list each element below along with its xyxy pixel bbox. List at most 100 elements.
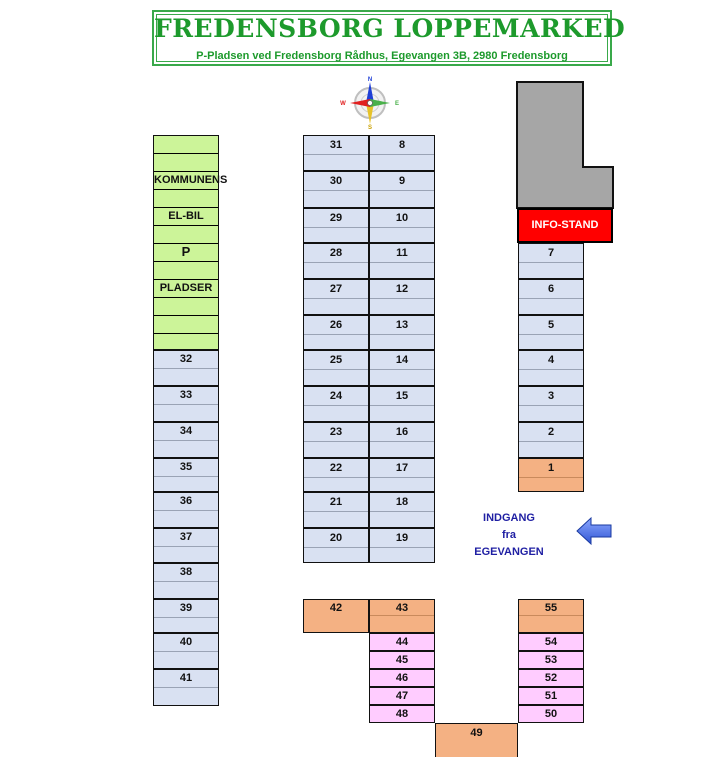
stall-number: 10 (395, 212, 409, 224)
stall-number: 6 (547, 283, 555, 295)
stall-39: 39 (153, 599, 219, 633)
stall-29: 29 (303, 208, 369, 243)
stall-number: 35 (179, 461, 193, 473)
stall-32: 32 (153, 350, 219, 386)
stall-number: 15 (395, 390, 409, 402)
stall-number: 3 (547, 390, 555, 402)
stall-11: 11 (369, 243, 435, 279)
stall-2: 2 (518, 422, 584, 458)
parking-label-pladser: PLADSER (159, 282, 213, 294)
entrance-label: INDGANG fra EGEVANGEN (462, 510, 556, 561)
compass-rose-icon: N S W E (340, 77, 399, 130)
stall-28: 28 (303, 243, 369, 279)
stall-13: 13 (369, 315, 435, 350)
stall-3: 3 (518, 386, 584, 422)
stall-33: 33 (153, 386, 219, 422)
stall-24: 24 (303, 386, 369, 422)
stall-20: 20 (303, 528, 369, 563)
building-block (516, 81, 614, 209)
entrance-line-1: INDGANG (483, 512, 535, 524)
stall-1: 1 (518, 458, 584, 492)
stall-number: 30 (329, 175, 343, 187)
stall-21: 21 (303, 492, 369, 528)
stall-10: 10 (369, 208, 435, 243)
stall-number: 51 (544, 690, 558, 702)
stall-number: 28 (329, 247, 343, 259)
address-subtitle: P-Pladsen ved Fredensborg Rådhus, Egevan… (196, 50, 568, 62)
stall-number: 16 (395, 426, 409, 438)
stall-number: 27 (329, 283, 343, 295)
compass-n-label: N (368, 77, 372, 83)
page-title: FREDENSBORG LOPPEMARKED (154, 14, 626, 43)
stall-34: 34 (153, 422, 219, 458)
stall-number: 4 (547, 354, 555, 366)
stall-37: 37 (153, 528, 219, 563)
entrance-line-2: fra (501, 529, 517, 541)
stall-4: 4 (518, 350, 584, 386)
stall-number: 31 (329, 139, 343, 151)
east-pointer (370, 99, 390, 107)
stall-number: 25 (329, 354, 343, 366)
stall-number: 29 (329, 212, 343, 224)
stall-45: 45 (369, 651, 435, 669)
stall-number: 7 (547, 247, 555, 259)
map-header: FREDENSBORG LOPPEMARKED P-Pladsen ved Fr… (152, 10, 626, 66)
stall-number: 38 (179, 566, 193, 578)
stall-12: 12 (369, 279, 435, 315)
stall-55: 55 (518, 599, 584, 633)
compass-w-label: W (340, 101, 346, 107)
stall-number: 19 (395, 532, 409, 544)
stall-number: 20 (329, 532, 343, 544)
stall-36: 36 (153, 492, 219, 528)
stall-17: 17 (369, 458, 435, 492)
stall-number: 44 (395, 636, 409, 648)
stall-number: 45 (395, 654, 409, 666)
electric-car-parking-area: KOMMUNENS EL-BIL P PLADSER (153, 135, 228, 350)
stall-number: 52 (544, 672, 558, 684)
stall-number: 33 (179, 389, 193, 401)
parking-label-p: P (181, 244, 191, 259)
info-stand: INFO-STAND (517, 208, 613, 243)
south-pointer (366, 103, 374, 124)
stall-15: 15 (369, 386, 435, 422)
stall-number: 14 (395, 354, 409, 366)
stall-41: 41 (153, 669, 219, 706)
stall-number: 22 (329, 462, 343, 474)
stall-5: 5 (518, 315, 584, 350)
stall-number: 21 (329, 496, 343, 508)
stall-8: 8 (369, 135, 435, 171)
stall-number: 34 (179, 425, 193, 437)
stall-19: 19 (369, 528, 435, 563)
stall-number: 12 (395, 283, 409, 295)
stall-number: 40 (179, 636, 193, 648)
stall-16: 16 (369, 422, 435, 458)
stall-number: 11 (396, 247, 408, 259)
stall-48: 48 (369, 705, 435, 723)
north-pointer (366, 82, 374, 103)
stall-number: 32 (179, 353, 193, 365)
stall-number: 13 (395, 319, 409, 331)
stall-number: 43 (395, 602, 409, 614)
compass-s-label: S (368, 125, 372, 130)
stall-number: 37 (179, 531, 193, 543)
stall-number: 42 (329, 602, 343, 614)
stall-38: 38 (153, 563, 219, 599)
stall-49: 49 (435, 723, 518, 757)
stall-number: 47 (395, 690, 409, 702)
stall-number: 41 (179, 672, 193, 684)
stall-number: 53 (544, 654, 558, 666)
stall-6: 6 (518, 279, 584, 315)
stall-number: 48 (395, 708, 409, 720)
stall-18: 18 (369, 492, 435, 528)
stall-35: 35 (153, 458, 219, 492)
stall-number: 9 (398, 175, 406, 187)
stall-40: 40 (153, 633, 219, 669)
stall-number: 54 (544, 636, 558, 648)
stall-number: 26 (329, 319, 343, 331)
stall-9: 9 (369, 171, 435, 208)
stall-number: 2 (547, 426, 555, 438)
stall-14: 14 (369, 350, 435, 386)
parking-label-kommunens: KOMMUNENS (154, 174, 228, 186)
header-inner-border (156, 14, 608, 62)
stall-25: 25 (303, 350, 369, 386)
